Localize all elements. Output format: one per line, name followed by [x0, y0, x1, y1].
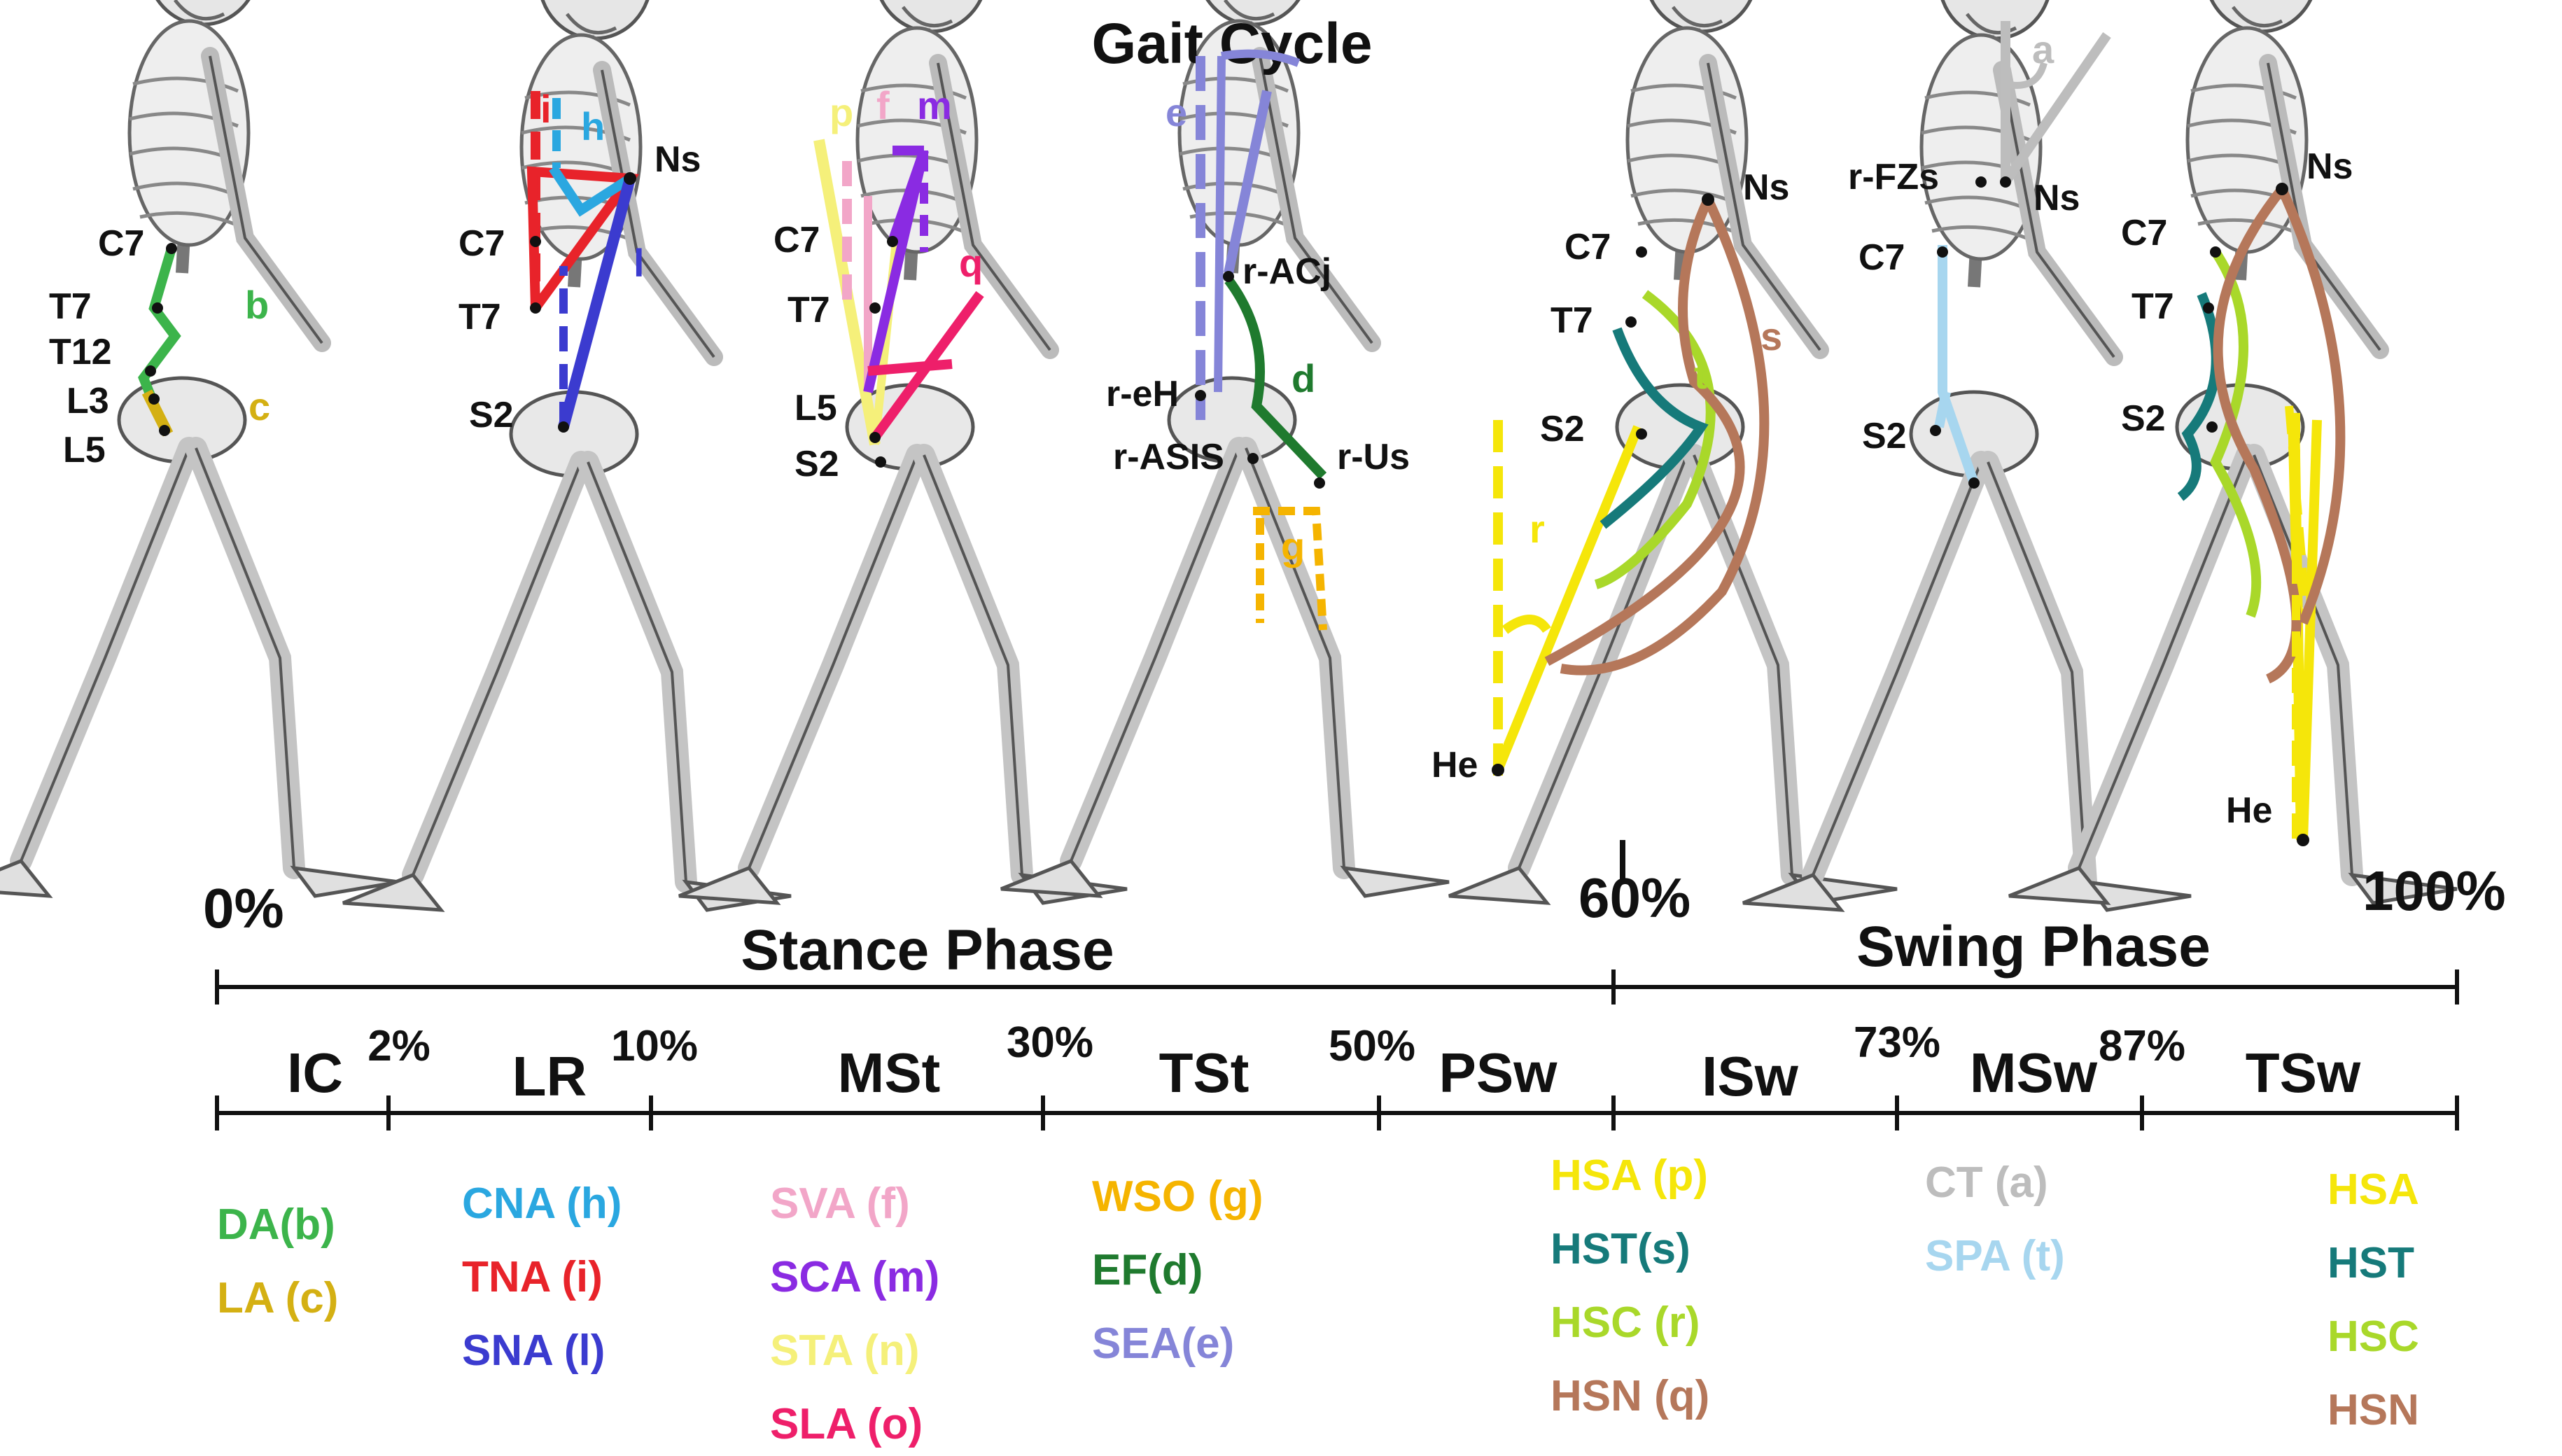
angle-letter-r: t: [1694, 353, 1707, 397]
label-ns-7: Ns: [2306, 146, 2353, 187]
label-he-7: He: [2226, 790, 2272, 831]
legend-item: WSO (g): [1092, 1172, 1264, 1221]
label-t12-1: T12: [49, 332, 112, 372]
label-ns-2: Ns: [654, 139, 701, 180]
label-s2-3: S2: [794, 444, 839, 484]
label-t7-2: T7: [458, 297, 501, 337]
subphase-percent-50: 50%: [1329, 1022, 1415, 1070]
skeleton-isw: [1449, 0, 1897, 903]
subphase-tst: TSt: [1159, 1042, 1250, 1104]
subphase-msw: MSw: [1970, 1042, 2098, 1104]
label-c7-6: C7: [1858, 237, 1905, 278]
legend: DA(b) LA (c) CNA (h) TNA (i) SNA (l) SVA (f) S…: [217, 1152, 2419, 1448]
label-ns-5: Ns: [1743, 167, 1789, 208]
label-s2-7: S2: [2121, 398, 2166, 439]
label-ns-6: Ns: [2033, 178, 2080, 218]
subphase-percent-73: 73%: [1854, 1018, 1940, 1067]
angle-letter-i: i: [540, 87, 552, 131]
label-t7-5: T7: [1550, 300, 1593, 341]
angle-letter-a: a: [2032, 27, 2054, 71]
label-l3-1: L3: [66, 381, 109, 421]
angle-letter-l: l: [634, 241, 645, 285]
angle-letter-p: r: [1530, 507, 1545, 551]
legend-item: SEA(e): [1092, 1320, 1234, 1368]
label-r-us: r-Us: [1337, 437, 1410, 477]
label-r-eh: r-eH: [1106, 374, 1179, 414]
angle-letter-n: p: [830, 90, 853, 134]
angle-letter-e: e: [1166, 90, 1187, 134]
legend-item: DA(b): [217, 1200, 335, 1249]
label-c7-7: C7: [2121, 213, 2167, 253]
subphase-lr: LR: [512, 1045, 587, 1107]
label-s2-6: S2: [1862, 416, 1907, 456]
legend-item: SVA (f): [770, 1180, 910, 1228]
legend-item: HSA: [2328, 1166, 2419, 1214]
legend-item: HST: [2328, 1239, 2414, 1287]
label-l5-3: L5: [794, 388, 837, 428]
subphase-percent-87: 87%: [2099, 1022, 2185, 1070]
label-t7-3: T7: [788, 290, 830, 330]
legend-item: HST(s): [1550, 1225, 1690, 1273]
label-t7-7: T7: [2132, 286, 2174, 327]
angle-letter-o: q: [959, 241, 983, 285]
legend-item: EF(d): [1092, 1246, 1203, 1294]
legend-item: HSC (r): [1550, 1298, 1700, 1347]
angle-letter-b: b: [245, 283, 269, 327]
angle-letter-q: s: [1760, 314, 1782, 358]
label-r-fzs: r-FZs: [1848, 157, 1939, 197]
skeleton-lr: [343, 0, 791, 910]
label-c7-2: C7: [458, 223, 505, 264]
subphase-isw: ISw: [1702, 1045, 1799, 1107]
subphase-ic: IC: [287, 1042, 343, 1104]
legend-item: SLA (o): [770, 1400, 923, 1448]
angle-letter-f: f: [876, 83, 890, 127]
phase-stance: Stance Phase: [741, 918, 1114, 982]
label-t7-1: T7: [49, 286, 92, 327]
percent-0: 0%: [203, 877, 284, 939]
label-he-5: He: [1432, 745, 1478, 785]
label-s2-5: S2: [1540, 409, 1585, 449]
subphase-mst: MSt: [838, 1042, 941, 1104]
label-c7-5: C7: [1564, 227, 1611, 267]
legend-item: HSA (p): [1550, 1152, 1708, 1200]
legend-item: STA (n): [770, 1326, 920, 1375]
subphase-psw: PSw: [1439, 1042, 1558, 1104]
subphase-tsw: TSw: [2246, 1042, 2361, 1104]
legend-item: HSC: [2328, 1312, 2419, 1361]
legend-item: CT (a): [1925, 1158, 2048, 1207]
subphase-percent-30: 30%: [1007, 1018, 1093, 1067]
legend-item: CNA (h): [462, 1180, 622, 1228]
diagram-title: Gait Cycle: [1091, 12, 1372, 76]
skeleton-ic: [0, 0, 399, 896]
angle-letter-h: h: [581, 104, 605, 148]
legend-item: TNA (i): [462, 1253, 603, 1301]
angle-letter-c: c: [248, 384, 270, 428]
angle-letter-d: d: [1292, 356, 1315, 400]
phase-swing: Swing Phase: [1856, 915, 2211, 979]
legend-item: SCA (m): [770, 1253, 939, 1301]
subphase-percent-2: 2%: [368, 1022, 430, 1070]
angle-letter-m: m: [917, 83, 952, 127]
legend-item: SPA (t): [1925, 1232, 2065, 1280]
label-l5-1: L5: [63, 430, 106, 470]
label-c7-1: C7: [98, 223, 144, 264]
skeleton-mst: [679, 0, 1127, 903]
legend-item: HSN (q): [1550, 1372, 1709, 1420]
legend-item: HSN: [2328, 1386, 2419, 1434]
label-r-asis: r-ASIS: [1113, 437, 1224, 477]
label-s2-2: S2: [469, 395, 514, 435]
label-c7-3: C7: [774, 220, 820, 260]
legend-item: SNA (l): [462, 1326, 605, 1375]
subphase-percent-10: 10%: [611, 1022, 698, 1070]
percent-100: 100%: [2362, 860, 2506, 922]
angle-letter-g: g: [1281, 524, 1305, 568]
legend-item: LA (c): [217, 1274, 338, 1322]
percent-60: 60%: [1578, 867, 1690, 929]
label-r-acj: r-ACj: [1242, 251, 1331, 292]
